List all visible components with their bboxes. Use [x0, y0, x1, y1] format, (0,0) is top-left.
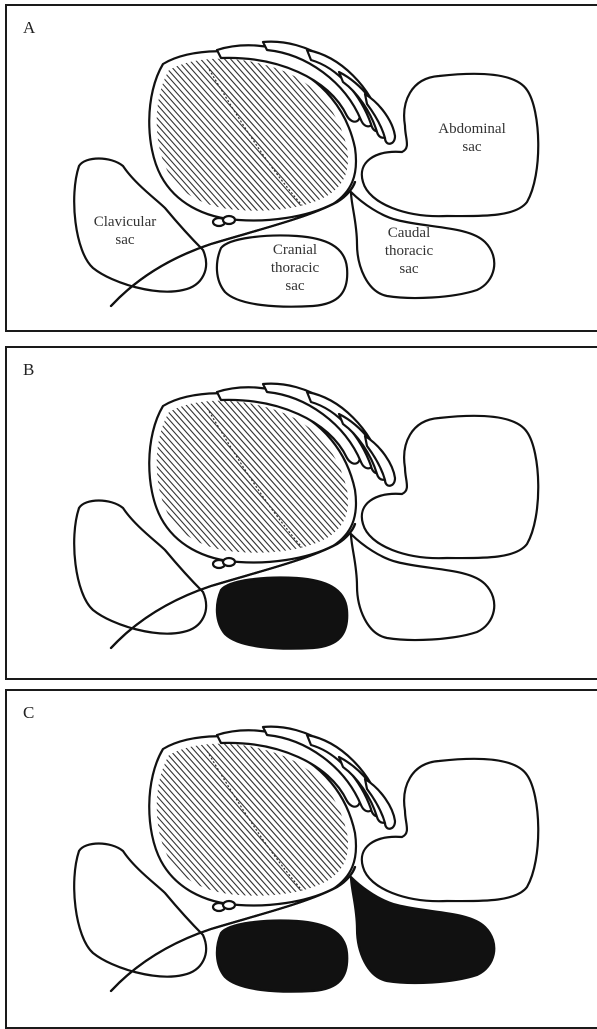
- cranial-thoracic-sac: [217, 578, 347, 649]
- tubercle: [223, 216, 235, 224]
- panel-b: B: [5, 346, 597, 680]
- abdominal-sac: [362, 759, 538, 901]
- panel-c: C: [5, 689, 597, 1029]
- tubercle: [223, 558, 235, 566]
- tubercle: [223, 901, 235, 909]
- air-sac-diagram-b: [7, 348, 597, 678]
- abdominal-sac: [362, 416, 538, 558]
- air-sac-diagram-c: [7, 691, 597, 1027]
- cranial-thoracic-sac: [217, 921, 347, 992]
